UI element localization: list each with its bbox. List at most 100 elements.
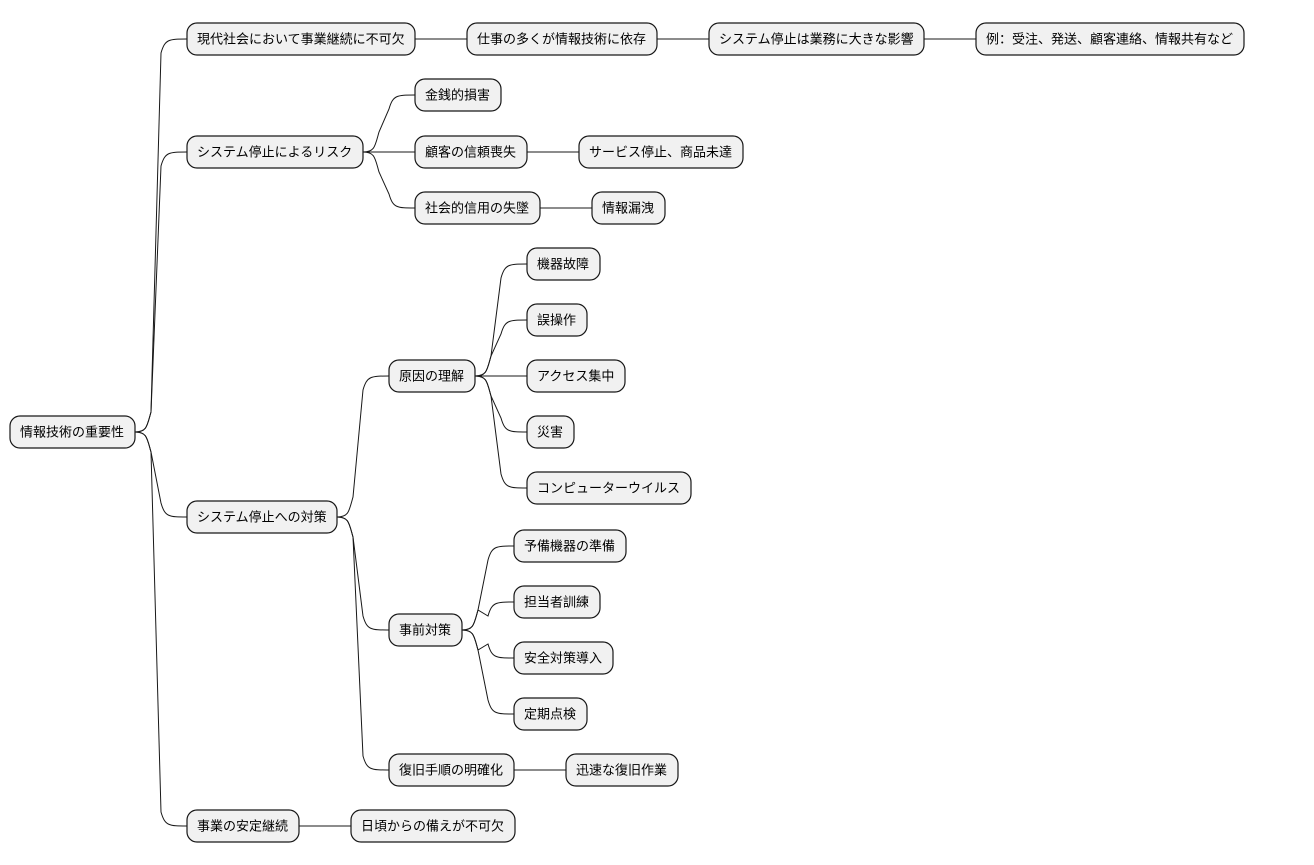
node-label: アクセス集中 — [537, 369, 614, 385]
mindmap-node-root-children-2-children-0-children-3: 災害 — [526, 415, 575, 449]
node-label: 情報漏洩 — [602, 201, 654, 217]
mindmap-node-root-children-0-children-0-children-0-children-0: 例：受注、発送、顧客連絡、情報共有など — [975, 22, 1245, 56]
edge-root-children-2-children-2 — [336, 516, 390, 771]
mindmap-node-root-children-1-children-2-children-0: 情報漏洩 — [591, 191, 666, 225]
node-box — [388, 753, 515, 787]
edge-root-children-2-children-0-children-4 — [474, 375, 528, 489]
node-label: システム停止は業務に大きな影響 — [719, 32, 914, 48]
mindmap-node-root-children-1: システム停止によるリスク — [186, 135, 364, 169]
mindmap-node-root-children-2-children-0-children-0: 機器故障 — [526, 247, 601, 281]
node-box — [414, 191, 541, 225]
mindmap-node-root-children-1-children-0: 金銭的損害 — [414, 78, 502, 112]
node-label: 復旧手順の明確化 — [399, 763, 503, 779]
mindmap-node-root-children-2-children-1: 事前対策 — [388, 613, 463, 647]
node-box — [388, 359, 476, 393]
mindmap-node-root-children-1-children-1: 顧客の信頼喪失 — [414, 135, 528, 169]
edge-root-children-1 — [134, 151, 188, 433]
edge-root-children-2-children-0 — [336, 375, 390, 518]
node-box — [186, 809, 300, 843]
mindmap-node-root-children-2-children-1-children-3: 定期点検 — [513, 697, 588, 731]
node-label: サービス停止、商品未達 — [589, 145, 732, 161]
edge-root-children-2-children-1-children-2 — [461, 629, 515, 659]
mindmap-node-root-children-3: 事業の安定継続 — [186, 809, 300, 843]
node-label: 日頃からの備えが不可欠 — [361, 819, 504, 835]
edge-root-children-2-children-0-children-3 — [474, 375, 528, 433]
node-box — [9, 415, 136, 449]
node-box — [186, 135, 364, 169]
node-label: 担当者訓練 — [524, 595, 589, 611]
node-label: 現代社会において事業継続に不可欠 — [197, 32, 405, 48]
node-box — [388, 613, 463, 647]
edge-root-children-2-children-0-children-1 — [474, 319, 528, 377]
node-label: 仕事の多くが情報技術に依存 — [477, 32, 646, 48]
mindmap-node-root-children-2-children-1-children-1: 担当者訓練 — [513, 585, 601, 619]
node-box — [565, 753, 679, 787]
mindmap-node-root-children-2-children-1-children-2: 安全対策導入 — [513, 641, 614, 675]
node-label: 事業の安定継続 — [197, 819, 288, 835]
node-box — [526, 471, 692, 505]
mindmap-node-root-children-2-children-1-children-0: 予備機器の準備 — [513, 529, 627, 563]
mindmap-node-root-children-0-children-0: 仕事の多くが情報技術に依存 — [466, 22, 658, 56]
node-label: 顧客の信頼喪失 — [425, 145, 516, 161]
node-label: システム停止への対策 — [197, 510, 327, 526]
node-label: 情報技術の重要性 — [20, 425, 124, 441]
node-box — [513, 585, 601, 619]
node-box — [414, 78, 502, 112]
node-label: 社会的信用の失墜 — [425, 201, 529, 217]
node-box — [526, 359, 626, 393]
node-label: 事前対策 — [399, 623, 451, 639]
node-box — [578, 135, 744, 169]
mindmap-node-root-children-2-children-0: 原因の理解 — [388, 359, 476, 393]
node-box — [975, 22, 1245, 56]
root-node: 情報技術の重要性 — [9, 415, 136, 449]
node-label: システム停止によるリスク — [197, 145, 352, 161]
edge-root-children-1-children-2 — [362, 151, 416, 209]
node-box — [513, 529, 627, 563]
mindmap-edges — [134, 38, 976, 827]
node-box — [466, 22, 658, 56]
node-label: コンピューターウイルス — [537, 482, 680, 497]
node-label: 金銭的損害 — [425, 88, 490, 104]
edge-root-children-0 — [134, 38, 188, 433]
node-box — [708, 22, 925, 56]
node-box — [186, 500, 338, 534]
edge-root-children-2-children-1-children-1 — [461, 601, 515, 631]
mindmap-node-root-children-0-children-0-children-0: システム停止は業務に大きな影響 — [708, 22, 925, 56]
mindmap-node-root-children-3-children-0: 日頃からの備えが不可欠 — [350, 809, 516, 843]
mindmap-node-root-children-1-children-1-children-0: サービス停止、商品未達 — [578, 135, 744, 169]
mindmap-node-root-children-2-children-0-children-2: アクセス集中 — [526, 359, 626, 393]
node-box — [350, 809, 516, 843]
edge-root-children-1-children-0 — [362, 94, 416, 153]
node-label: 原因の理解 — [399, 370, 464, 385]
node-box — [526, 303, 588, 337]
mindmap-node-root-children-0: 現代社会において事業継続に不可欠 — [186, 22, 416, 56]
node-label: 定期点検 — [524, 708, 576, 723]
node-label: 迅速な復旧作業 — [576, 763, 667, 779]
node-label: 誤操作 — [537, 313, 576, 329]
node-box — [513, 697, 588, 731]
node-box — [513, 641, 614, 675]
edge-root-children-3 — [134, 431, 188, 827]
edge-root-children-2-children-1-children-3 — [461, 629, 515, 715]
mindmap-node-root-children-1-children-2: 社会的信用の失墜 — [414, 191, 541, 225]
node-box — [414, 135, 528, 169]
mindmap-node-root-children-2-children-2-children-0: 迅速な復旧作業 — [565, 753, 679, 787]
mindmap-nodes: 情報技術の重要性現代社会において事業継続に不可欠仕事の多くが情報技術に依存システ… — [9, 22, 1245, 843]
mindmap-node-root-children-2-children-0-children-1: 誤操作 — [526, 303, 588, 337]
edge-root-children-2-children-1-children-0 — [461, 545, 515, 631]
node-box — [591, 191, 666, 225]
node-label: 例：受注、発送、顧客連絡、情報共有など — [986, 32, 1233, 48]
node-box — [526, 415, 575, 449]
node-label: 安全対策導入 — [524, 651, 602, 667]
node-label: 災害 — [537, 425, 563, 441]
mindmap-node-root-children-2-children-2: 復旧手順の明確化 — [388, 753, 515, 787]
node-label: 予備機器の準備 — [524, 539, 615, 555]
node-label: 機器故障 — [537, 258, 589, 273]
node-box — [526, 247, 601, 281]
node-box — [186, 22, 416, 56]
mindmap-node-root-children-2: システム停止への対策 — [186, 500, 338, 534]
edge-root-children-2-children-1 — [336, 516, 390, 631]
mindmap-node-root-children-2-children-0-children-4: コンピューターウイルス — [526, 471, 692, 505]
edge-root-children-2 — [134, 431, 188, 518]
